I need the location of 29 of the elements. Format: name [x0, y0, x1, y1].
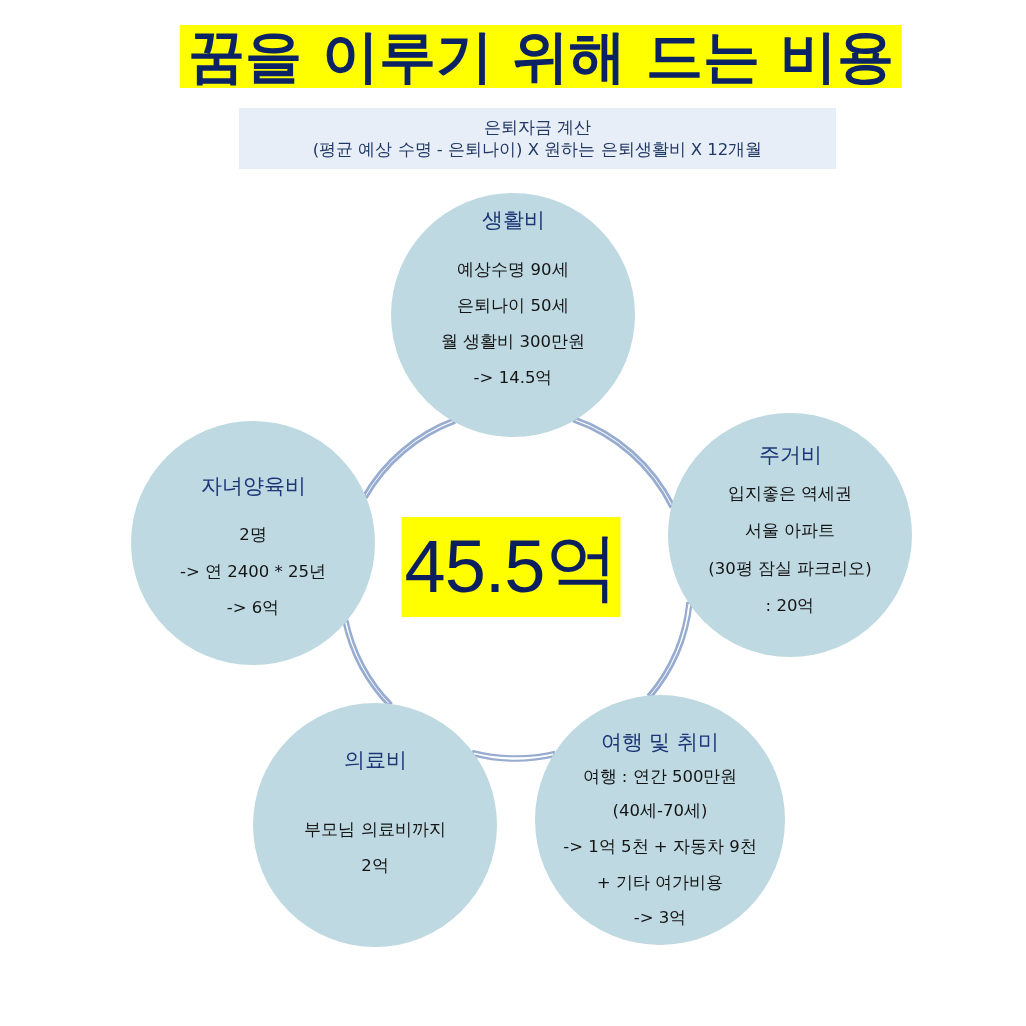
- cost-detail: 입지좋은 역세권: [727, 483, 853, 505]
- cost-detail: 월 생활비 300만원: [441, 331, 585, 353]
- cost-detail: 여행 : 연간 500만원: [582, 766, 738, 788]
- cost-detail: 2명: [239, 524, 267, 546]
- formula-text: (평균 예상 수명 - 은퇴나이) X 원하는 은퇴생활비 X 12개월: [312, 138, 763, 161]
- cost-detail: (30평 잠실 파크리오): [708, 558, 872, 580]
- cost-detail: -> 14.5억: [473, 367, 553, 389]
- category-heading: 생활비: [481, 206, 545, 234]
- connector-arc: [361, 417, 457, 500]
- cost-detail: -> 3억: [633, 907, 687, 929]
- cost-detail: 부모님 의료비까지: [304, 819, 446, 841]
- cost-detail: 2억: [361, 855, 389, 877]
- category-heading: 주거비: [758, 441, 822, 469]
- cost-detail: 예상수명 90세: [457, 259, 569, 281]
- formula-heading: 은퇴자금 계산: [483, 116, 592, 139]
- category-heading: 의료비: [343, 746, 407, 774]
- cost-detail: (40세-70세): [612, 800, 708, 822]
- cost-detail: : 20억: [765, 595, 815, 617]
- cost-detail: -> 1억 5천 + 자동차 9천: [563, 836, 757, 858]
- cost-detail: 은퇴나이 50세: [457, 295, 569, 317]
- category-heading: 여행 및 취미: [600, 728, 720, 756]
- total-amount: 45.5억: [401, 517, 621, 617]
- connector-arc: [471, 749, 557, 762]
- cost-detail: + 기타 여가비용: [596, 872, 724, 894]
- cost-detail: -> 6억: [226, 597, 280, 619]
- diagram-title: 꿈을 이루기 위해 드는 비용: [179, 25, 903, 88]
- cost-detail: -> 연 2400 * 25년: [180, 561, 326, 583]
- category-heading: 자녀양육비: [200, 472, 306, 500]
- cost-detail: 서울 아파트: [744, 520, 836, 542]
